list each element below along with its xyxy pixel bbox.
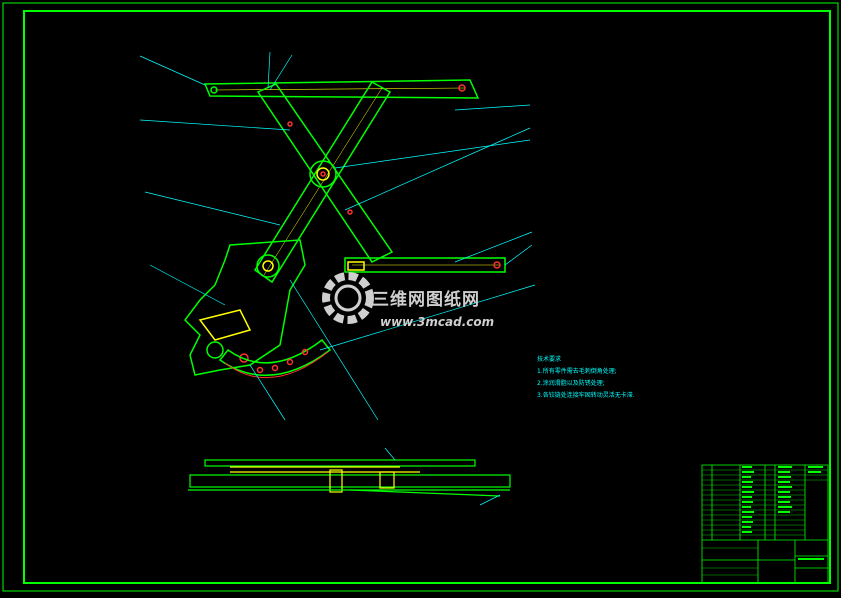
inner-frame <box>23 10 831 584</box>
lower-guide-rail <box>344 257 506 273</box>
technical-requirements: 技术要求 1.所有零件需去毛刺倒角处理; 2.涂润滑脂以及防锈处理; 3.各铰链… <box>537 354 635 402</box>
watermark-url: www.3mcad.com <box>380 315 495 329</box>
sector-gear <box>218 338 332 379</box>
watermark-title: 三维网图纸网 <box>372 290 480 310</box>
center-pivot <box>309 160 337 188</box>
upper-guide-rail <box>203 79 480 99</box>
lifting-arm <box>253 80 392 284</box>
title-block-rows <box>702 469 828 576</box>
notes-item: 2.涂润滑脂以及防锈处理; <box>537 380 605 387</box>
balance-arm <box>256 83 394 263</box>
notes-item: 1.所有零件需去毛刺倒角处理; <box>537 368 617 375</box>
gear-logo-icon <box>322 272 374 324</box>
side-view <box>188 459 511 497</box>
notes-item: 3.各铰链处连接牢固转动灵活无卡滞. <box>537 392 635 399</box>
leader-lines <box>139 51 536 506</box>
title-block <box>701 464 829 584</box>
notes-heading: 技术要求 <box>537 356 562 363</box>
watermark: 三维网图纸网 www.3mcad.com <box>320 258 520 338</box>
title-block-text-marks <box>742 466 824 560</box>
base-plate-assembly <box>184 239 306 376</box>
